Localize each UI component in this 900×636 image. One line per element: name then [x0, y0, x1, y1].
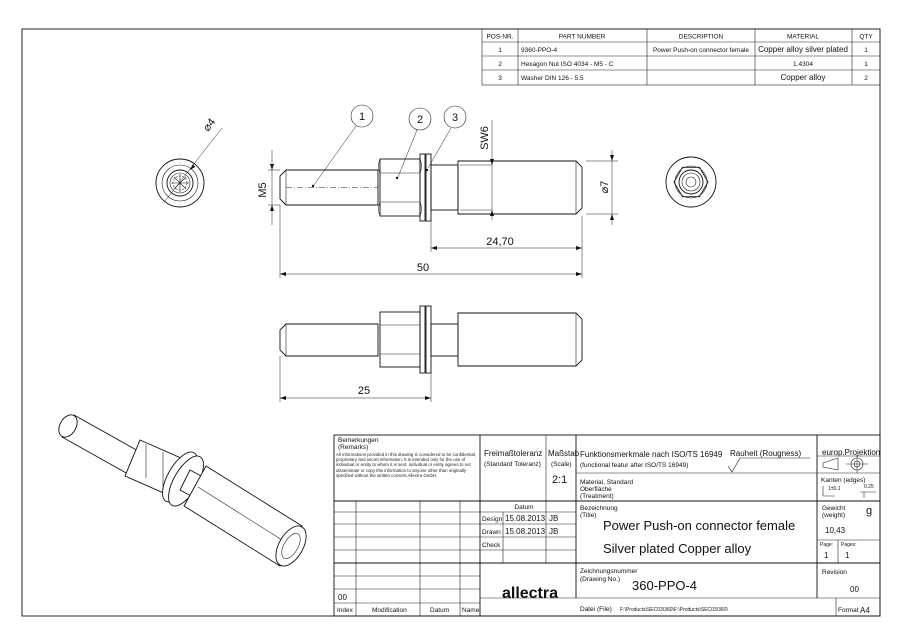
dim-dia7: ⌀7: [599, 181, 611, 194]
pages-value: 1: [845, 551, 850, 560]
rev-index-value: 00: [338, 593, 347, 602]
bom-table: POS-NR. PART NUMBER DESCRIPTION MATERIAL…: [481, 28, 881, 86]
balloon-1: 1: [359, 111, 365, 123]
file-label: Datei (File): [580, 606, 612, 613]
dim-50: 50: [417, 262, 429, 274]
bom-row-1-pos: 1: [498, 47, 502, 54]
drawing-no-label: Zeichnungsnummer: [580, 568, 638, 575]
name-label: Name: [462, 607, 480, 614]
modification-label: Modification: [372, 607, 407, 614]
title-line-1: Power Push-on connector female: [603, 518, 795, 533]
edge-value-1: 1±0.1: [828, 486, 841, 492]
page-value: 1: [824, 551, 829, 560]
revision-label: Revision: [822, 569, 847, 576]
bom-row-3-material: Copper alloy: [781, 73, 826, 82]
weight-unit: g: [866, 505, 872, 517]
edge-symbols: [822, 486, 876, 498]
lower-side-view: 25: [279, 305, 583, 402]
title-label: Bezeichnung: [580, 505, 618, 512]
left-end-view: ⌀4: [155, 116, 223, 208]
surface-label: Oberfläche: [580, 486, 612, 493]
weight-label: Gewicht: [822, 505, 846, 512]
bom-row-3-pos: 3: [498, 75, 502, 82]
treatment-label: (Treatment): [580, 493, 614, 500]
bom-header-desc: DESCRIPTION: [679, 34, 724, 41]
bom-header-qty: QTY: [859, 34, 873, 41]
function-label: Funktionsmerkmale nach ISO/TS 16949: [580, 450, 723, 459]
bom-row-2-qty: 1: [864, 61, 868, 68]
design-date: 15.08.2013: [505, 514, 546, 523]
scale-label-en: (Scale): [551, 461, 572, 468]
bom-row-3-qty: 2: [864, 75, 868, 82]
edges-label: Kanten (edges): [821, 477, 865, 484]
drawn-name: JB: [549, 527, 558, 536]
datum-label: Datum: [430, 607, 449, 614]
balloon-3: 3: [452, 112, 458, 124]
bom-row-1-qty: 1: [864, 47, 868, 54]
balloon-2: 2: [417, 114, 423, 126]
right-end-view: [665, 156, 717, 208]
weight-value: 10,43: [825, 526, 846, 535]
side-view: 1 2 3 M5 SW6 ⌀7: [257, 104, 618, 278]
roughness-symbol: [727, 457, 810, 473]
dim-dia4: ⌀4: [201, 116, 218, 133]
revision-value: 00: [850, 585, 859, 594]
bom-row-1-desc: Power Push-on connector female: [653, 47, 749, 54]
bom-row-3-part: Washer DIN 126 - 5.5: [521, 75, 584, 82]
page-label: Page:: [820, 542, 833, 548]
check-label: Check: [482, 542, 501, 549]
drawing-no-label-en: (Drawing No.): [580, 576, 620, 583]
dim-sw6: SW6: [479, 126, 491, 150]
roughness-label: Rauheit (Rougness): [730, 449, 801, 458]
format-value: A4: [860, 606, 870, 615]
drawn-label: Drawn: [482, 529, 501, 536]
title-label-en: (Title): [580, 512, 596, 519]
tolerance-label: Freimaßtoleranz: [484, 449, 542, 458]
bom-row-1-material: Copper alloy silver plated: [758, 45, 848, 54]
title-line-2: Silver plated Copper alloy: [603, 541, 752, 556]
scale-label: Maßstab: [548, 449, 580, 458]
function-label-en: (functional featur after ISO/TS 16949): [580, 462, 688, 469]
dim-m5: M5: [257, 182, 269, 197]
projection-label: europ.Projektion: [822, 448, 880, 457]
file-path: F:\Products\SEC03\360\F:\Products\SEC03\…: [620, 607, 728, 613]
projection-symbol: [822, 455, 868, 473]
bom-row-1-part: 9360-PPO-4: [521, 47, 558, 54]
pages-label: Pages:: [841, 542, 857, 548]
date-header: Datum: [514, 504, 533, 511]
drawn-date: 15.08.2013: [505, 527, 546, 536]
weight-label-en: (weight): [822, 512, 845, 519]
design-label: Design: [482, 516, 503, 523]
dim-24-70: 24,70: [486, 236, 514, 248]
material-label: Material, Standard: [580, 479, 633, 486]
bom-header-pos: POS-NR.: [486, 34, 513, 41]
bom-row-2-material: 1.4304: [793, 61, 813, 68]
bom-row-2-part: Hexagon Nut ISO 4034 - M5 - C: [521, 61, 614, 68]
isometric-view: [58, 414, 307, 567]
remarks-text: All informations provided in this drawin…: [336, 452, 477, 478]
bom-header-material: MATERIAL: [787, 34, 819, 41]
title-block: Bemerkungen (Remarks) All informations p…: [333, 434, 881, 617]
scale-value: 2:1: [552, 474, 567, 486]
tolerance-label-en: (Standard Toleranz): [484, 461, 541, 468]
design-name: JB: [549, 514, 558, 523]
remarks-label-en: (Remarks): [338, 444, 368, 451]
index-label: Index: [337, 607, 354, 614]
edge-value-2: 0.25: [864, 484, 874, 490]
drawing-number: 360-PPO-4: [632, 578, 697, 593]
dim-25: 25: [358, 385, 370, 397]
format-label: Format: [838, 607, 859, 614]
allectra-logo: allectra: [502, 585, 558, 602]
bom-row-2-pos: 2: [498, 61, 502, 68]
bom-header-part: PART NUMBER: [559, 34, 606, 41]
remarks-label: Bemerkungen: [338, 437, 379, 444]
